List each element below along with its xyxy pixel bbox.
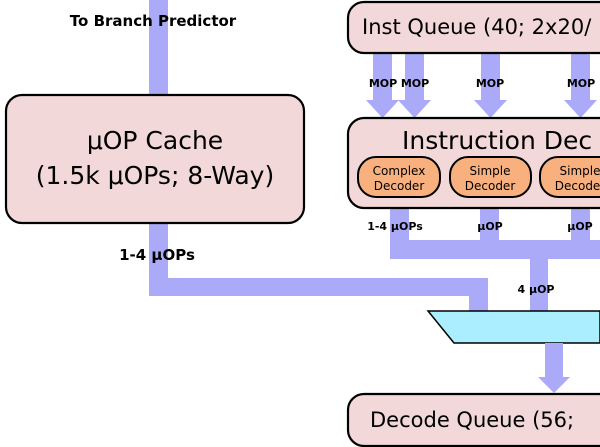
decode-queue-label: Decode Queue (56; (370, 408, 574, 432)
uop-cache-subtitle: (1.5k μOPs; 8-Way) (36, 161, 274, 190)
complex-decoder-line2: Decoder (374, 179, 425, 193)
decoder-output-2-label: μOP (477, 220, 503, 233)
mop-label-2: MOP (401, 77, 429, 90)
uop-cache-output-down (469, 278, 488, 312)
mop-label-4: MOP (567, 77, 595, 90)
merge-output-label: 4 μOP (518, 283, 555, 296)
uop-cache-output-label: 1-4 μOPs (119, 246, 195, 264)
uop-cache-output-vertical (149, 222, 168, 296)
simple-decoder-1 (449, 156, 532, 198)
mop-arrow-1 (366, 53, 399, 118)
simple-decoder-1-line1: Simple (470, 164, 511, 178)
decoder-merge-bus (390, 240, 600, 259)
complex-decoder (357, 156, 441, 198)
decoder-output-3-label: μOP (567, 220, 593, 233)
mop-arrow-4 (564, 53, 597, 118)
instruction-decoder-label: Instruction Dec (402, 126, 592, 155)
simple-decoder-2 (539, 156, 600, 198)
simple-decoder-1-line2: Decoder (465, 179, 516, 193)
mop-arrow-2 (398, 53, 431, 118)
mop-arrow-3 (474, 53, 507, 118)
inst-queue-block (346, 0, 600, 55)
uop-cache-output-horizontal (149, 278, 488, 296)
mop-label-3: MOP (476, 77, 504, 90)
decoder-output-1-label: 1-4 μOPs (367, 220, 423, 233)
uop-cache-block (4, 93, 306, 225)
branch-predictor-label: To Branch Predictor (70, 12, 237, 30)
decode-queue-arrow (538, 343, 570, 393)
uop-cache-title: μOP Cache (87, 126, 223, 155)
mop-label-1: MOP (369, 77, 397, 90)
decode-queue-block (346, 392, 600, 447)
simple-decoder-2-line1: Simple (560, 164, 600, 178)
mux (426, 310, 600, 344)
merge-output-link (530, 258, 548, 312)
inst-queue-label: Inst Queue (40; 2x20/ (362, 15, 592, 39)
branch-predictor-link (149, 0, 168, 96)
complex-decoder-line1: Complex (373, 164, 426, 178)
simple-decoder-2-line2: Decoder (555, 179, 600, 193)
